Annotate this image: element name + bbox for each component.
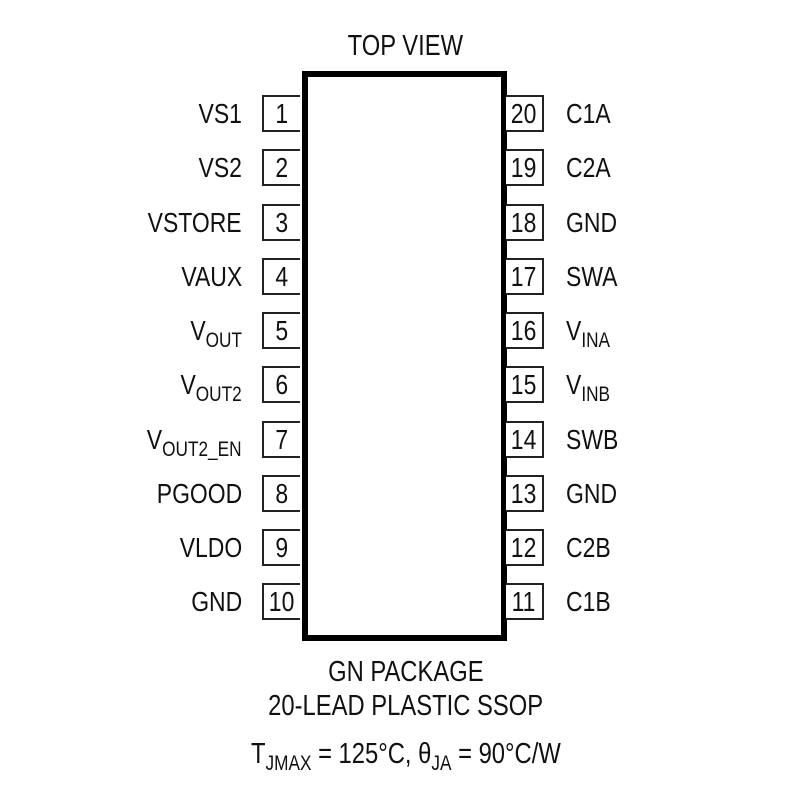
- package-description: 20-LEAD PLASTIC SSOP: [0, 690, 797, 723]
- pin-name: SWB: [566, 424, 619, 455]
- pin-label-10: GND: [180, 585, 242, 618]
- pin-number: 12: [511, 531, 537, 563]
- pin-name-subscript: OUT2: [196, 383, 242, 406]
- pin-number: 16: [511, 314, 537, 346]
- pin-label-14: SWB: [566, 423, 630, 456]
- pin-label-13: GND: [566, 477, 628, 510]
- pin-label-12: C2B: [566, 531, 620, 564]
- pin-label-8: PGOOD: [138, 477, 242, 510]
- pin-label-19: C2A: [566, 151, 620, 184]
- package-name: GN PACKAGE: [0, 656, 797, 689]
- theta-value: = 90°C/W: [451, 738, 561, 770]
- pin-name: VS2: [198, 152, 242, 183]
- pin-box-17: 17: [506, 258, 544, 295]
- pin-number: 14: [511, 423, 537, 455]
- pin-name: C1B: [566, 586, 611, 617]
- pin-label-4: VAUX: [168, 260, 242, 293]
- pin-name: GND: [566, 207, 618, 238]
- package-name-text: GN PACKAGE: [327, 656, 484, 688]
- pin-box-19: 19: [506, 149, 544, 186]
- pin-label-16: VINA: [566, 314, 620, 351]
- pin-label-1: VS1: [189, 97, 242, 130]
- pin-number: 10: [269, 585, 295, 617]
- pin-label-5: VOUT: [179, 314, 242, 351]
- pin-number: 9: [275, 531, 289, 563]
- pin-number: 8: [275, 477, 289, 509]
- pin-name: V: [147, 424, 163, 455]
- pin-name-subscript: INA: [581, 329, 611, 352]
- pin-box-20: 20: [506, 95, 544, 132]
- pin-number: 17: [511, 260, 537, 292]
- pin-box-7: 7: [262, 421, 300, 458]
- pin-name: C1A: [566, 98, 611, 129]
- pin-number: 4: [275, 260, 289, 292]
- pin-name: GND: [566, 478, 618, 509]
- tjmax-subscript: JMAX: [265, 752, 312, 775]
- theta-subscript: JA: [430, 752, 452, 775]
- pin-name: V: [566, 315, 582, 346]
- pin-box-16: 16: [506, 312, 544, 349]
- pin-label-17: SWA: [566, 260, 629, 293]
- pin-name: V: [566, 369, 582, 400]
- pin-box-10: 10: [262, 583, 300, 620]
- pin-label-2: VS2: [189, 151, 242, 184]
- pin-name: VAUX: [181, 261, 242, 292]
- pin-box-8: 8: [262, 475, 300, 512]
- pin-number: 13: [511, 477, 537, 509]
- pin-label-7: VOUT2_EN: [126, 423, 242, 460]
- pin-box-1: 1: [262, 95, 300, 132]
- tjmax-value: = 125°C,: [311, 738, 418, 770]
- pin-name: C2A: [566, 152, 611, 183]
- pin-label-11: C1B: [566, 585, 620, 618]
- pin-name-subscript: OUT2_EN: [162, 438, 242, 461]
- pin-name: PGOOD: [156, 478, 242, 509]
- pin-name-subscript: INB: [581, 383, 611, 406]
- pin-box-13: 13: [506, 475, 544, 512]
- pin-label-6: VOUT2: [167, 368, 242, 405]
- pin-box-14: 14: [506, 421, 544, 458]
- pin-number: 7: [275, 423, 289, 455]
- pin-box-6: 6: [262, 366, 300, 403]
- title-text: TOP VIEW: [347, 30, 464, 62]
- pin-number: 19: [511, 151, 537, 183]
- thermal-spec: TJMAX = 125°C, θJA = 90°C/W: [0, 738, 797, 774]
- pin-name-subscript: OUT: [205, 329, 242, 352]
- pin-label-18: GND: [566, 206, 628, 239]
- package-desc-text: 20-LEAD PLASTIC SSOP: [268, 690, 543, 722]
- pin-number: 6: [275, 368, 289, 400]
- pin-label-20: C1A: [566, 97, 620, 130]
- ic-package-body: [302, 71, 507, 641]
- pin-box-18: 18: [506, 204, 544, 241]
- pin-number: 11: [512, 585, 536, 617]
- pin-name: C2B: [566, 532, 611, 563]
- pin-number: 15: [511, 368, 537, 400]
- diagram-title: TOP VIEW: [0, 30, 797, 63]
- pin-number: 20: [511, 97, 537, 129]
- tjmax-symbol: T: [250, 738, 266, 770]
- pin-number: 5: [275, 314, 289, 346]
- pin-number: 2: [275, 151, 289, 183]
- theta-symbol: θ: [417, 738, 431, 770]
- pin-name: VSTORE: [148, 207, 242, 238]
- pin-name: VLDO: [179, 532, 242, 563]
- pin-box-4: 4: [262, 258, 300, 295]
- pin-number: 3: [275, 206, 289, 238]
- pin-number: 18: [511, 206, 537, 238]
- pin-name: GND: [190, 586, 242, 617]
- pin-number: 1: [275, 97, 289, 129]
- pin-box-11: 11: [506, 583, 544, 620]
- pin-box-2: 2: [262, 149, 300, 186]
- pin-box-9: 9: [262, 529, 300, 566]
- pin-label-15: VINB: [566, 368, 620, 405]
- pin-name: SWA: [566, 261, 618, 292]
- pin-label-3: VSTORE: [127, 206, 242, 239]
- pin-name: VS1: [198, 98, 242, 129]
- pin-label-9: VLDO: [166, 531, 242, 564]
- pin-name: V: [190, 315, 206, 346]
- pin-name: V: [180, 369, 197, 400]
- pin-box-12: 12: [506, 529, 544, 566]
- pin-box-3: 3: [262, 204, 300, 241]
- pin-box-15: 15: [506, 366, 544, 403]
- pin-box-5: 5: [262, 312, 300, 349]
